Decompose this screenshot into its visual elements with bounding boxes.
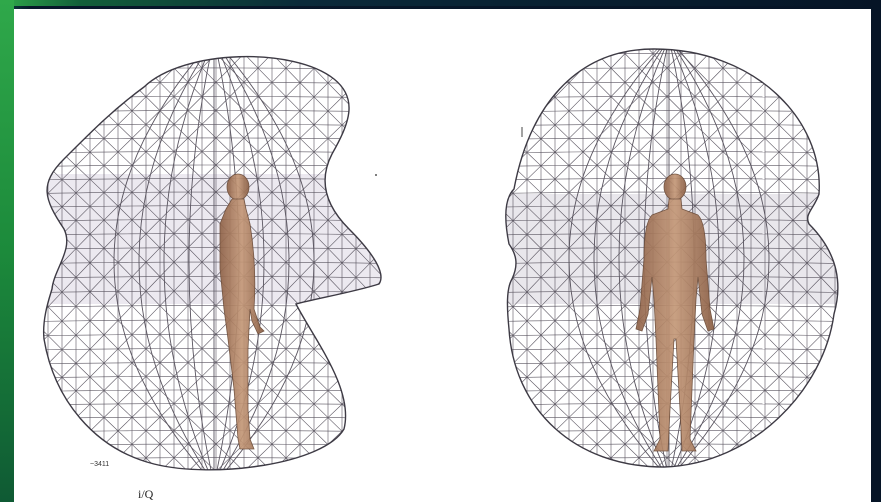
scan-code-label: ~3411 [90, 461, 109, 468]
figure-mark-label: i/Q [138, 487, 153, 502]
left-green-bar [0, 0, 14, 502]
top-accent-strip [0, 0, 881, 6]
illustration-panel: ~3411 i/Q [14, 9, 871, 502]
aura-diagram [14, 9, 871, 502]
stray-mark-2 [375, 174, 377, 176]
